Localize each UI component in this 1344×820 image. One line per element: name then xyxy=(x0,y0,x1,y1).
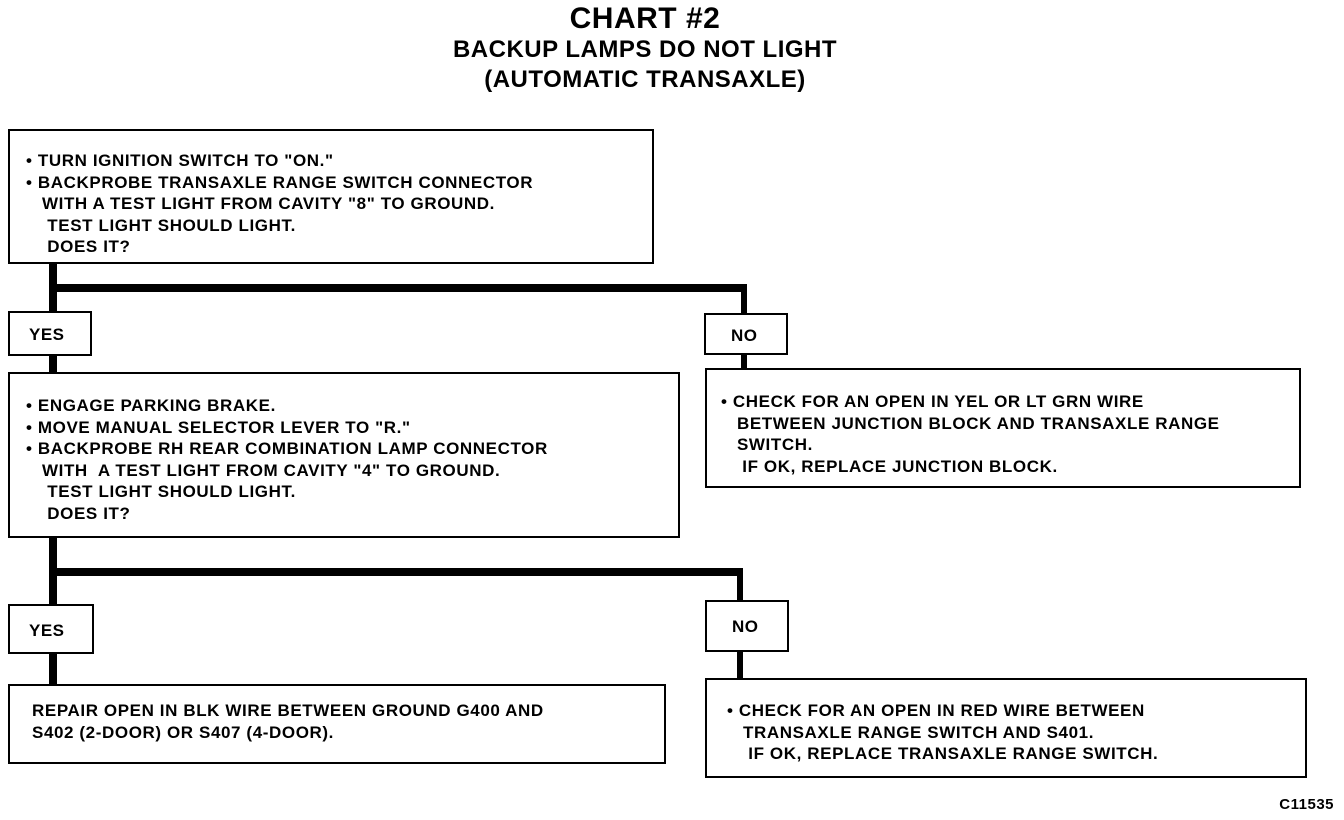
step1-line: WITH A TEST LIGHT FROM CAVITY "8" TO GRO… xyxy=(26,194,496,213)
step1-line: DOES IT? xyxy=(26,237,131,256)
wire-branch2-no-down xyxy=(737,568,743,602)
yes2-result-box: REPAIR OPEN IN BLK WIRE BETWEEN GROUND G… xyxy=(8,684,666,764)
yes2-label-box: YES xyxy=(8,604,94,654)
step1-line: TEST LIGHT SHOULD LIGHT. xyxy=(26,215,296,235)
step2-line: • MOVE MANUAL SELECTOR LEVER TO "R." xyxy=(26,417,411,437)
step2-line: TEST LIGHT SHOULD LIGHT. xyxy=(26,482,296,501)
no1-label-box: NO xyxy=(704,313,788,355)
no2-result-line: • CHECK FOR AN OPEN IN RED WIRE BETWEEN xyxy=(727,701,1145,720)
chart-subtitle-line2: (AUTOMATIC TRANSAXLE) xyxy=(484,66,806,93)
no2-result-line: IF OK, REPLACE TRANSAXLE RANGE SWITCH. xyxy=(727,744,1159,763)
step2-line: • BACKPROBE RH REAR COMBINATION LAMP CON… xyxy=(26,439,548,458)
no1-result-line: • CHECK FOR AN OPEN IN YEL OR LT GRN WIR… xyxy=(721,392,1144,411)
yes2-label: YES xyxy=(29,621,65,640)
chart-title: CHART #2 xyxy=(569,2,721,35)
yes1-label-box: YES xyxy=(8,311,92,356)
no2-label: NO xyxy=(732,617,759,636)
figure-id: C11535 xyxy=(1279,796,1334,813)
yes1-label: YES xyxy=(29,325,65,344)
no1-label: NO xyxy=(731,326,758,345)
no2-result-line: TRANSAXLE RANGE SWITCH AND S401. xyxy=(727,722,1095,742)
no1-result-line: SWITCH. xyxy=(721,435,813,454)
wire-branch1-horizontal xyxy=(49,284,747,292)
wire-yes1-down xyxy=(49,354,57,374)
step1-box: • TURN IGNITION SWITCH TO "ON." • BACKPR… xyxy=(8,129,654,264)
step1-line: • TURN IGNITION SWITCH TO "ON." xyxy=(26,151,334,170)
wire-no1-down xyxy=(741,353,747,370)
chart-subtitle-line1: BACKUP LAMPS DO NOT LIGHT xyxy=(452,36,838,63)
yes2-result-line: REPAIR OPEN IN BLK WIRE BETWEEN GROUND G… xyxy=(32,701,544,720)
no1-result-line: IF OK, REPLACE JUNCTION BLOCK. xyxy=(721,456,1058,476)
no1-result-line: BETWEEN JUNCTION BLOCK AND TRANSAXLE RAN… xyxy=(721,413,1220,433)
step2-box: • ENGAGE PARKING BRAKE. • MOVE MANUAL SE… xyxy=(8,372,680,538)
no1-result-box: • CHECK FOR AN OPEN IN YEL OR LT GRN WIR… xyxy=(705,368,1301,488)
step2-line: DOES IT? xyxy=(26,503,131,523)
wire-yes2-down xyxy=(49,652,57,686)
wire-no2-down xyxy=(737,650,743,680)
step2-line: WITH A TEST LIGHT FROM CAVITY "4" TO GRO… xyxy=(26,460,501,480)
step2-line: • ENGAGE PARKING BRAKE. xyxy=(26,396,276,415)
yes2-result-line: S402 (2-DOOR) OR S407 (4-DOOR). xyxy=(32,722,334,742)
no2-result-box: • CHECK FOR AN OPEN IN RED WIRE BETWEEN … xyxy=(705,678,1307,778)
wire-branch1-no-down xyxy=(741,284,747,316)
no2-label-box: NO xyxy=(705,600,789,652)
step1-line: • BACKPROBE TRANSAXLE RANGE SWITCH CONNE… xyxy=(26,172,534,192)
wire-branch2-horizontal xyxy=(49,568,743,576)
